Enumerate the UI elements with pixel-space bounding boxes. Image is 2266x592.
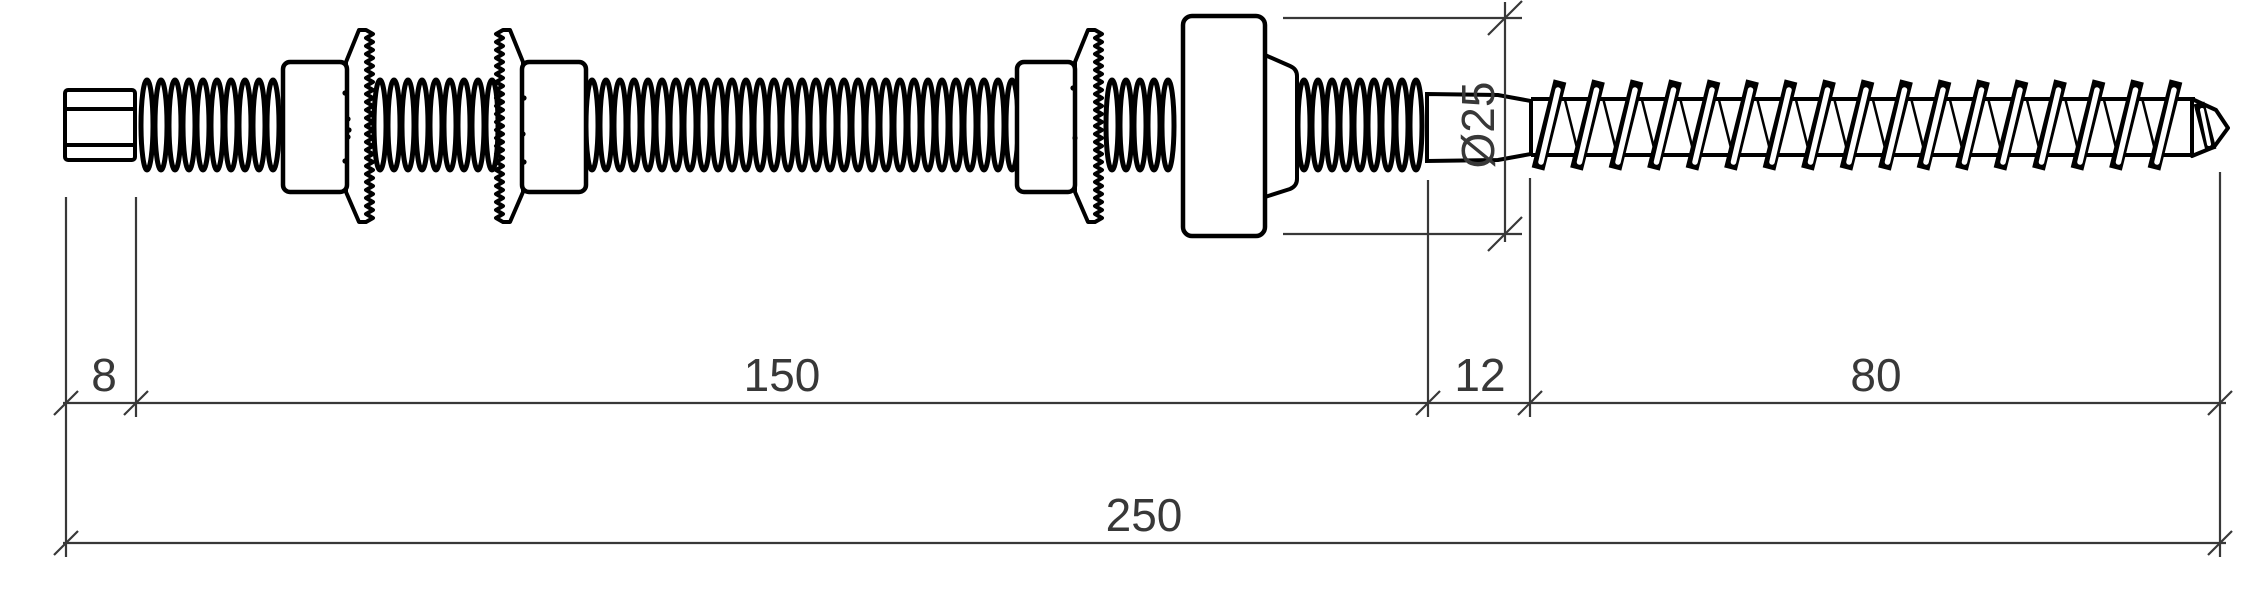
flange-nut-3-serrated-flange	[1073, 28, 1104, 224]
serration-dots	[342, 85, 1078, 165]
dimension-label-square-end: 8	[91, 349, 117, 401]
dimension-annotations: Ø25 8 150 12 80 250	[53, 0, 2233, 557]
cone-collar	[1263, 53, 1299, 199]
dimension-label-wood-thread: 80	[1850, 349, 1901, 401]
flange-nut-2-body	[519, 59, 589, 195]
flange-nut-3	[1014, 28, 1104, 224]
dimension-label-shank: 12	[1454, 349, 1505, 401]
flange-nut-1-serrated-flange	[344, 28, 375, 224]
diameter-dimension: Ø25	[1283, 2, 1522, 242]
hanger-bolt	[63, 13, 2230, 239]
tip-thread-blade-core	[2200, 108, 2211, 146]
flange-nut-1-body	[280, 59, 350, 195]
flange-nut-2	[494, 28, 589, 224]
flange-washer	[1180, 13, 1268, 239]
flange-nut-2-serrated-flange	[494, 28, 525, 224]
extension-lines	[64, 172, 2222, 557]
square-end-body	[63, 88, 137, 162]
wood-screw-thread	[1531, 79, 2195, 171]
square-drive-end	[63, 88, 137, 162]
flange-nut-1	[280, 28, 375, 224]
dimension-label-thread-length: 150	[744, 349, 821, 401]
machine-thread-sections	[138, 77, 1425, 173]
dimension-label-overall: 250	[1106, 489, 1183, 541]
flange-nut-3-body	[1014, 59, 1078, 195]
dimension-label-diameter: Ø25	[1452, 82, 1504, 169]
